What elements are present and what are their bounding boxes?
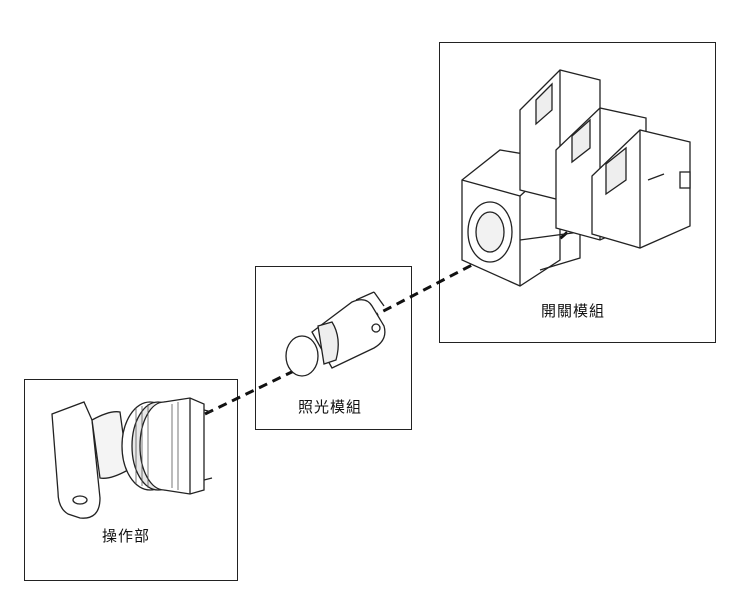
mounting-body (163, 397, 205, 495)
operator-drawing (51, 397, 213, 519)
switch-module-label: 開關模組 (541, 302, 606, 320)
switch-drawing (461, 69, 691, 287)
lamp-pin (371, 323, 381, 333)
lamp-drawing (285, 291, 386, 377)
contact-terminal (679, 171, 691, 189)
lamp-cap (285, 335, 319, 377)
connector-operator-to-lamp (204, 366, 301, 416)
lamp-collar (317, 321, 339, 365)
operator-label: 操作部 (102, 527, 151, 545)
handle-keyhole (72, 495, 88, 505)
lamp-module-label: 照光模組 (298, 398, 363, 416)
selector-handle (51, 401, 101, 519)
